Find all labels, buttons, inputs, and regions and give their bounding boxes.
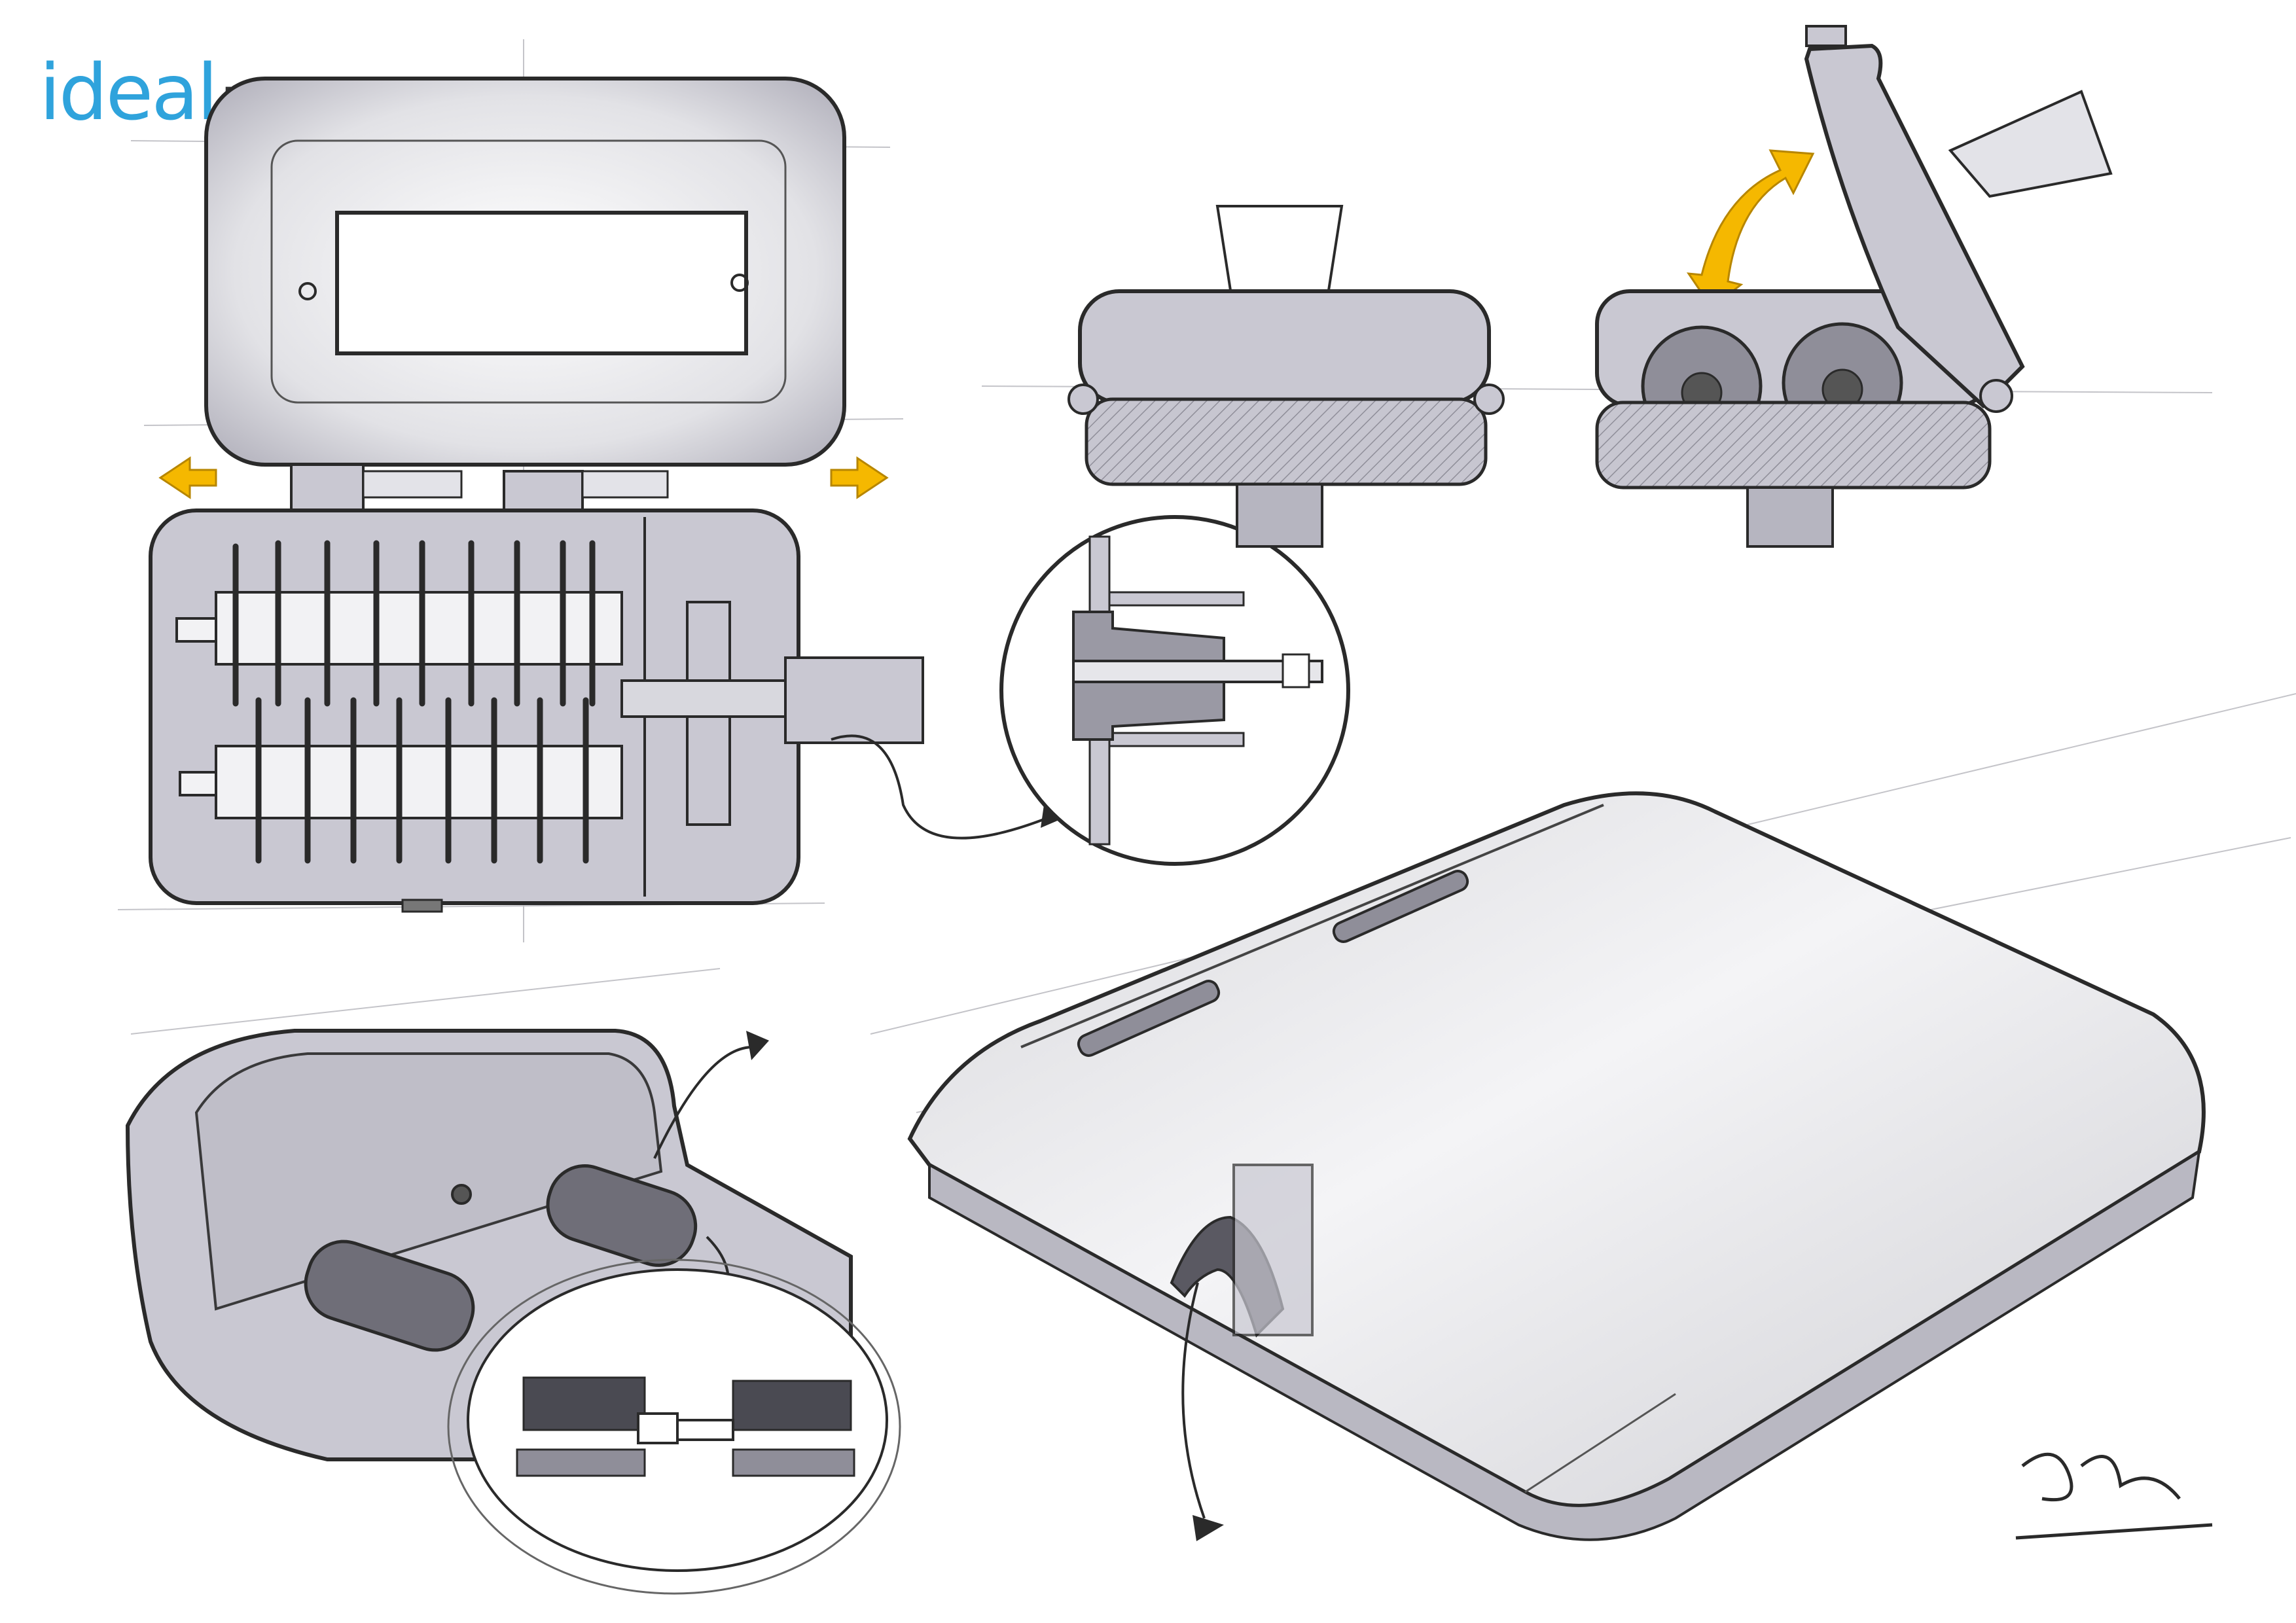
cutter-blades	[232, 540, 596, 864]
side-view-closed	[1067, 205, 1505, 548]
side-view-open	[1595, 25, 2113, 548]
perspective-large-cover	[907, 791, 2206, 1541]
cover-hinge-right	[1332, 870, 1469, 943]
closed-leg	[1236, 483, 1323, 548]
cover-hinge-left	[1077, 980, 1221, 1057]
bearing-shaft	[1072, 660, 1323, 683]
detail-circle-hinge-joint	[447, 1258, 901, 1595]
slide-left-arrow-icon	[158, 456, 217, 499]
cover-pointer-arrowhead-icon	[1193, 1515, 1224, 1541]
lower-roller	[215, 745, 623, 819]
lid-slot-opening	[335, 211, 748, 355]
designer-signature	[2015, 1452, 2213, 1540]
hinge-tab-right	[546, 1164, 698, 1267]
hinge-pointer-arrowhead-icon	[746, 1031, 769, 1060]
detail-pointer-arrowhead-icon	[1041, 805, 1064, 828]
open-feed-chute	[1948, 90, 2113, 198]
slide-right-arrow-icon	[830, 456, 889, 499]
detail-circle-shaft-bearing	[999, 515, 1350, 866]
open-leg	[1746, 486, 1834, 548]
brand-name-ideal: ideal	[39, 47, 218, 137]
hinge-tab-left	[304, 1240, 475, 1352]
open-lid-panel	[1804, 43, 2025, 409]
lid-screw-right	[730, 274, 749, 292]
hinge-screw-hole	[451, 1184, 472, 1205]
lid-screw-left	[298, 282, 317, 300]
detail-pointer-arrow	[831, 734, 1048, 840]
open-rotation-arrow-icon	[1686, 149, 1815, 310]
lid-top-view	[204, 77, 846, 512]
upper-roller	[215, 591, 623, 666]
base-top-view	[149, 508, 924, 913]
